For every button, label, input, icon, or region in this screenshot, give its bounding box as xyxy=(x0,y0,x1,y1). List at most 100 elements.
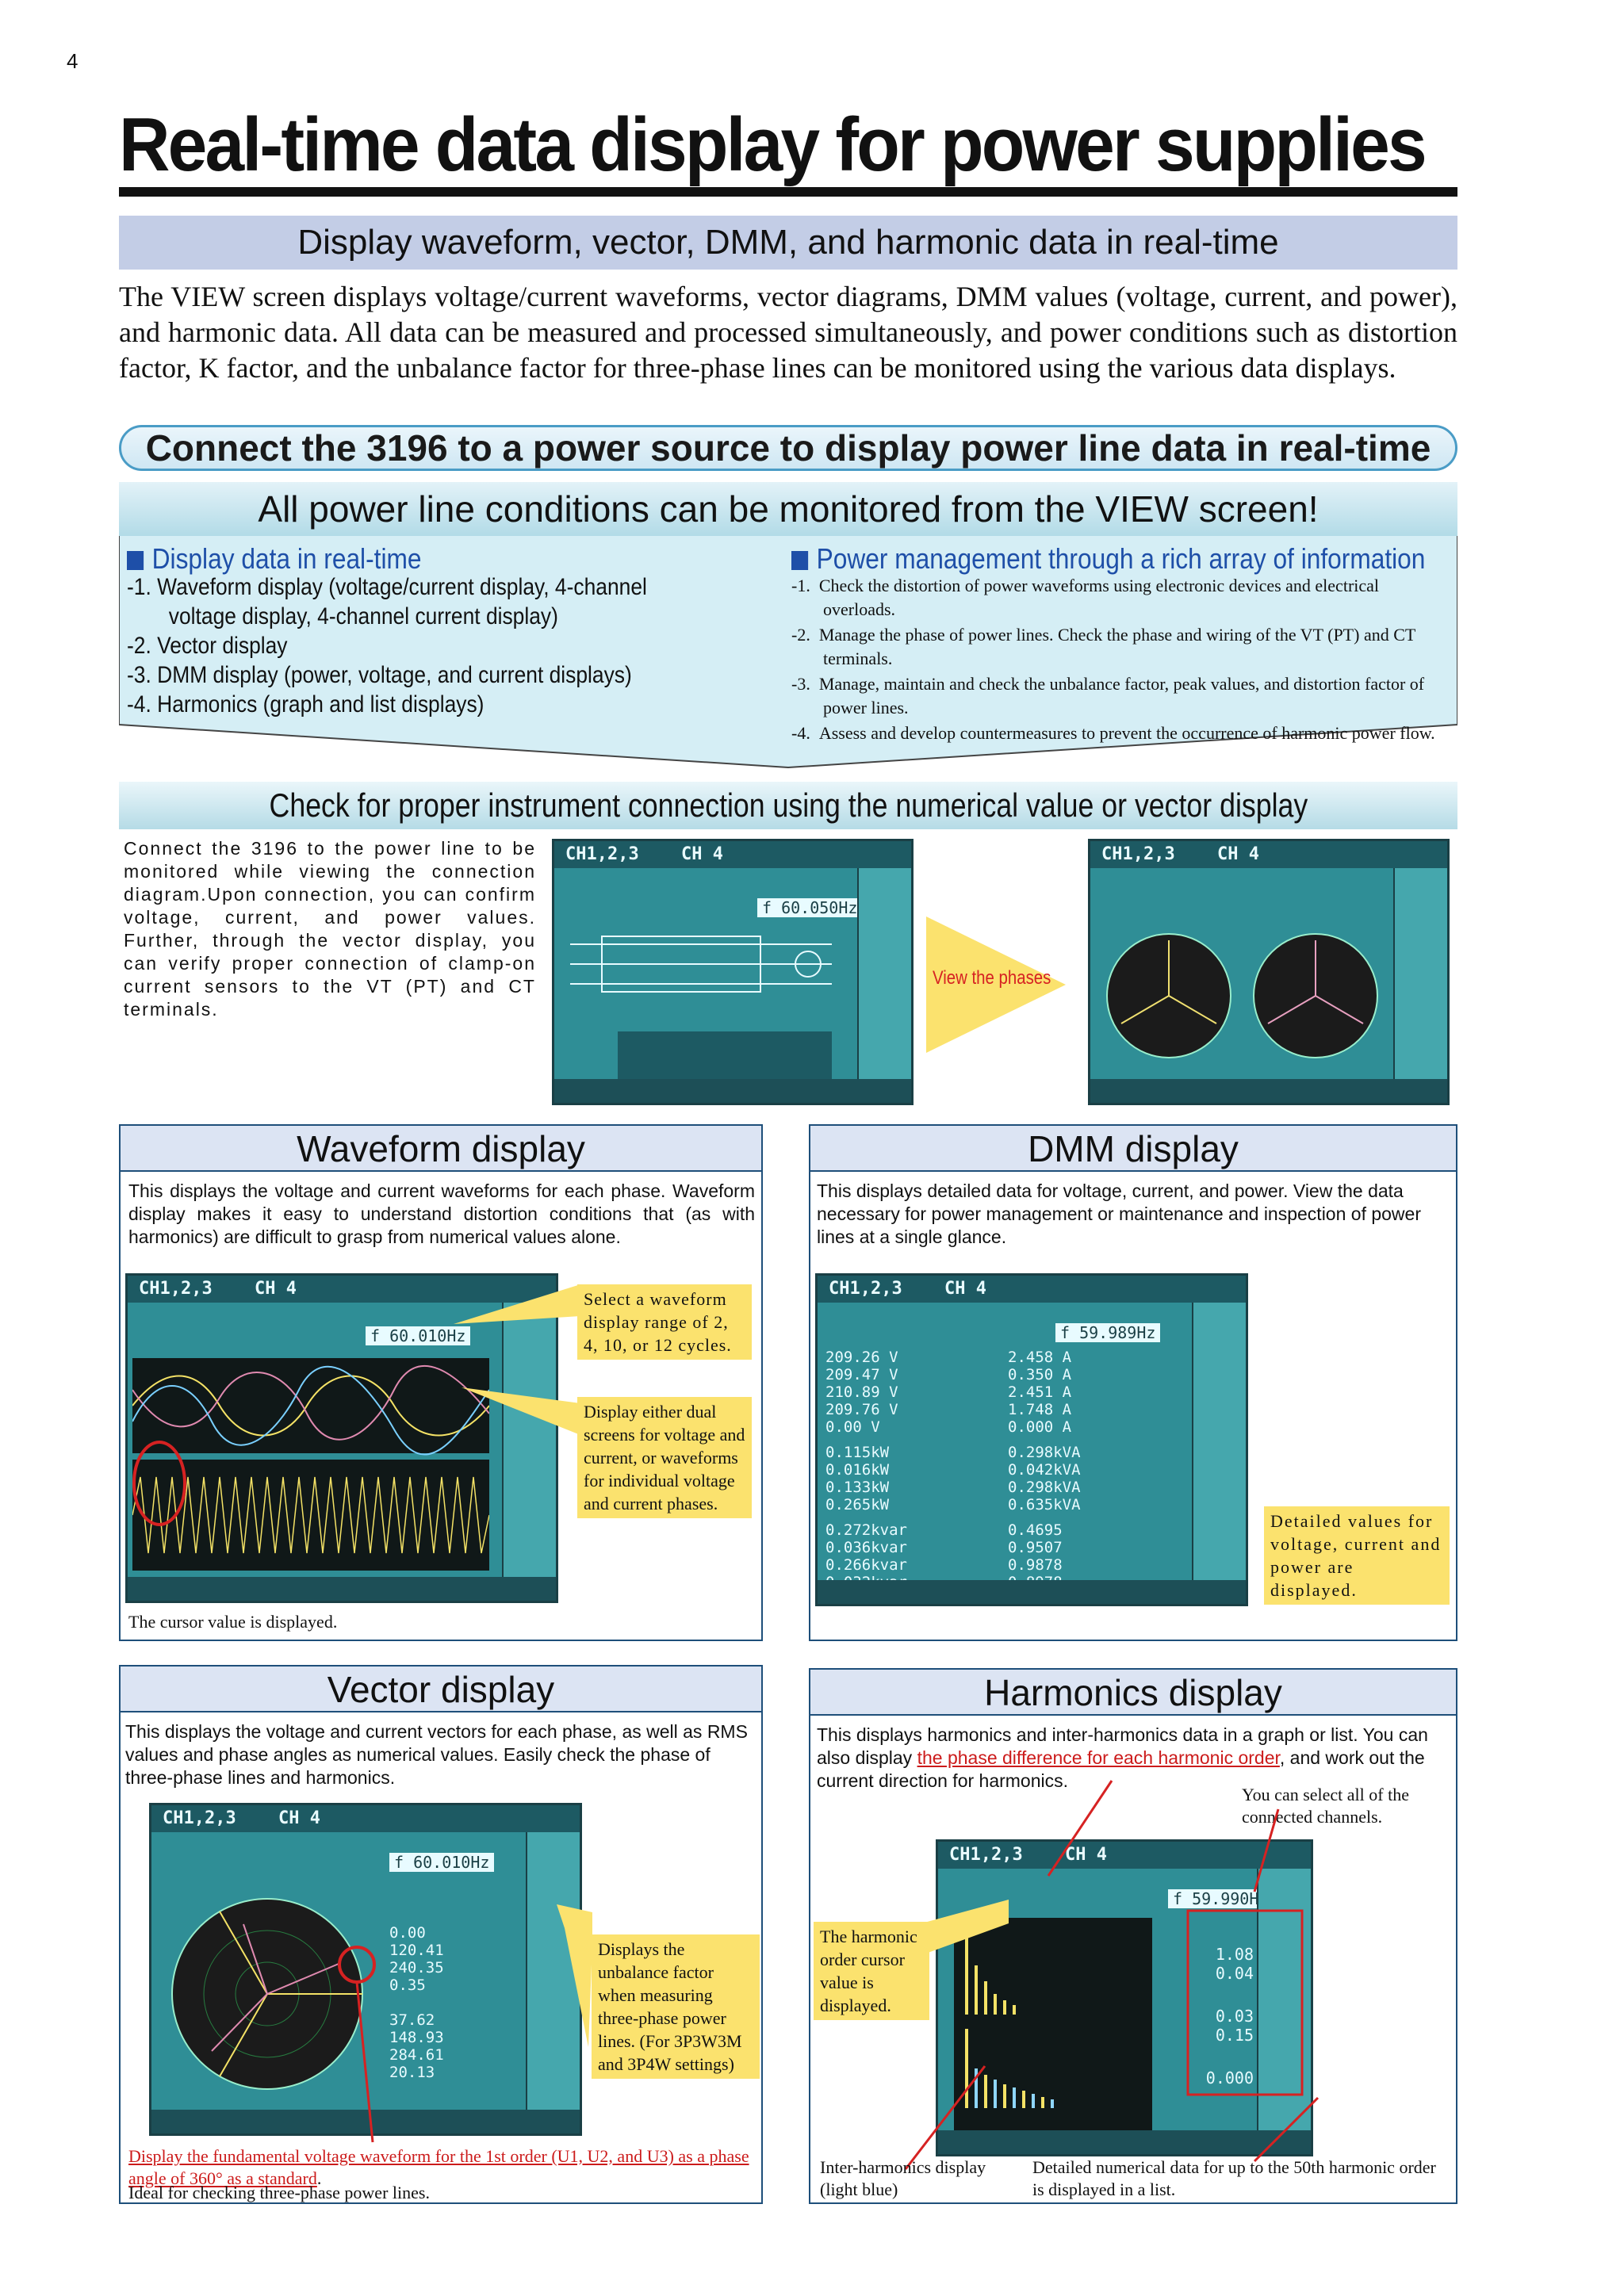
title-rule xyxy=(119,187,1457,197)
channel-label: CH1,2,3 xyxy=(829,1279,902,1299)
detail-list-note: Detailed numerical data for up to the 50… xyxy=(1032,2157,1436,2199)
vector-value: 0.35 xyxy=(389,1976,426,1994)
harmonics-title: Harmonics display xyxy=(810,1670,1456,1716)
vector-value: 0.00 xyxy=(389,1924,426,1942)
monitor-heading: All power line conditions can be monitor… xyxy=(119,482,1457,536)
page-number: 4 xyxy=(67,49,79,73)
dual-vector-screen: CH1,2,3 CH 4 xyxy=(1088,839,1450,1105)
frequency-readout: f 60.010Hz xyxy=(389,1853,495,1872)
harmonics-values: 1.08 0.04 0.03 0.15 0.000 xyxy=(1159,1945,1254,2087)
dmm-value: 0.9878 xyxy=(1008,1556,1063,1574)
harmonics-text: This displays harmonics and inter-harmon… xyxy=(817,1724,1428,1791)
dmm-value: 209.26 V xyxy=(825,1349,898,1366)
dmm-value: 0.298kVA xyxy=(1008,1444,1081,1461)
vector-value: 37.62 xyxy=(389,2011,435,2029)
monitor-right-list: -1. Check the distortion of power wavefo… xyxy=(791,574,1450,747)
dmm-value: 0.115kW xyxy=(825,1444,890,1461)
channel-label: CH1,2,3 xyxy=(949,1845,1023,1865)
dmm-title: DMM display xyxy=(810,1126,1456,1172)
list-item: -3. DMM display (power, voltage, and cur… xyxy=(127,662,632,688)
dmm-value: 2.458 A xyxy=(1008,1349,1072,1366)
monitor-right-heading: Power management through a rich array of… xyxy=(791,542,1425,576)
channel-label: CH1,2,3 xyxy=(139,1279,213,1299)
channels-note: You can select all of the connected chan… xyxy=(1242,1785,1409,1827)
dmm-value: 0.036kvar xyxy=(825,1539,907,1556)
value-table xyxy=(618,1031,832,1079)
dmm-value: 209.76 V xyxy=(825,1401,898,1418)
vector-value: 148.93 xyxy=(389,2029,444,2046)
vector-value: 284.61 xyxy=(389,2046,444,2064)
frequency-readout: f 59.990Hz xyxy=(1168,1889,1274,1908)
check-text: Connect the 3196 to the power line to be… xyxy=(124,838,536,1020)
dmm-value: 0.298kVA xyxy=(1008,1479,1081,1496)
vector-annotations xyxy=(338,1904,592,2143)
dmm-value: 0.042kVA xyxy=(1008,1461,1081,1479)
channel-label: CH 4 xyxy=(1217,844,1259,864)
bullet-square-icon xyxy=(791,551,809,570)
check-banner: Check for proper instrument connection u… xyxy=(119,782,1457,829)
view-phases-arrow xyxy=(926,916,1066,1053)
vector-plot xyxy=(171,1898,363,2090)
harmonic-value: 0.000 xyxy=(1205,2068,1254,2087)
channel-label: CH 4 xyxy=(1065,1845,1107,1865)
view-phases-label: View the phases xyxy=(933,967,1051,989)
connection-screen: CH1,2,3 CH 4 f 60.050Hz xyxy=(552,839,914,1105)
dmm-value: 0.00 V xyxy=(825,1418,880,1436)
harmonics-annotations xyxy=(904,1780,1320,2170)
dmm-value: 0.265kW xyxy=(825,1496,890,1513)
list-item: -2. Manage the phase of power lines. Che… xyxy=(791,625,1415,668)
list-item: -1. Check the distortion of power wavefo… xyxy=(791,576,1380,619)
unbalance-callout: Displays the unbalance factor when measu… xyxy=(592,1934,760,2079)
vector-value: 20.13 xyxy=(389,2064,435,2081)
dmm-value: 0.635kVA xyxy=(1008,1496,1081,1513)
waveform-range-callout: Select a waveform display range of 2, 4,… xyxy=(577,1284,752,1360)
vector-value: 120.41 xyxy=(389,1942,444,1959)
dmm-value: 0.4695 xyxy=(1008,1521,1063,1539)
list-item: -4. Harmonics (graph and list displays) xyxy=(127,691,485,718)
waveform-panel: Waveform display This displays the volta… xyxy=(119,1124,763,1641)
inter-harmonics-note: Inter-harmonics display (light blue) xyxy=(820,2157,986,2199)
waveform-screen: CH1,2,3 CH 4 f 60.010Hz xyxy=(125,1273,558,1603)
dmm-value: 210.89 V xyxy=(825,1383,898,1401)
dmm-value: 0.000 A xyxy=(1008,1418,1072,1436)
channel-label: CH 4 xyxy=(681,844,723,864)
dmm-value: 0.272kvar xyxy=(825,1521,907,1539)
vector-values: 0.00 120.41 240.35 0.35 37.62 148.93 284… xyxy=(389,1924,516,2081)
harmonics-bar-graph xyxy=(954,1918,1152,2132)
list-item: -3. Manage, maintain and check the unbal… xyxy=(791,674,1425,718)
dmm-value: 0.350 A xyxy=(1008,1366,1072,1383)
harmonic-value: 0.03 xyxy=(1215,2007,1254,2026)
channel-label: CH 4 xyxy=(278,1808,320,1828)
waveform-dual-callout: Display either dual screens for voltage … xyxy=(577,1397,752,1518)
channel-label: CH1,2,3 xyxy=(565,844,639,864)
dmm-text: This displays detailed data for voltage,… xyxy=(817,1181,1421,1247)
waveform-plot xyxy=(132,1358,489,1571)
dmm-value: 0.016kW xyxy=(825,1461,890,1479)
dmm-value: 0.133kW xyxy=(825,1479,890,1496)
wiring-diagram xyxy=(570,936,832,993)
callout-pointers xyxy=(454,1284,580,1435)
dmm-panel: DMM display This displays detailed data … xyxy=(809,1124,1457,1641)
waveform-note: The cursor value is displayed. xyxy=(128,1612,338,1632)
bullet-square-icon xyxy=(127,551,144,570)
dmm-callout: Detailed values for voltage, current and… xyxy=(1264,1506,1450,1605)
monitor-left-heading: Display data in real-time xyxy=(127,542,421,576)
channel-label: CH 4 xyxy=(944,1279,986,1299)
dmm-value: 2.451 A xyxy=(1008,1383,1072,1401)
monitor-box-shape xyxy=(119,482,1457,769)
intro-paragraph: The VIEW screen displays voltage/current… xyxy=(119,281,1457,384)
channel-label: CH1,2,3 xyxy=(163,1808,236,1828)
cursor-highlight-ring xyxy=(132,1441,186,1526)
dmm-value: 0.266kvar xyxy=(825,1556,907,1574)
monitor-left-list: -1. Waveform display (voltage/current di… xyxy=(127,572,699,719)
harmonic-value: 1.08 xyxy=(1215,1945,1254,1964)
frequency-readout: f 59.989Hz xyxy=(1055,1323,1161,1342)
channel-label: CH1,2,3 xyxy=(1101,844,1175,864)
frequency-readout: f 60.010Hz xyxy=(366,1326,471,1345)
vector-circles xyxy=(1106,933,1378,1058)
connect-banner: Connect the 3196 to a power source to di… xyxy=(119,425,1457,471)
list-item: -2. Vector display xyxy=(127,633,288,659)
vector-text: This displays the voltage and current ve… xyxy=(125,1721,748,1788)
